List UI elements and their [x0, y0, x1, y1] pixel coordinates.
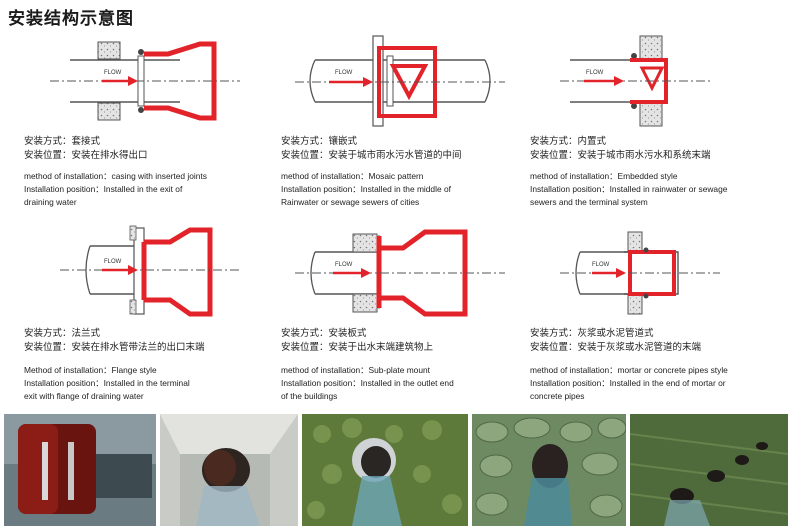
flow-label: FLOW	[104, 70, 122, 76]
en-line: method of installation：Sub-plate mount	[281, 365, 430, 375]
embedded-diagram: FLOW	[560, 35, 710, 127]
position-text: 安装位置：安装在排水得出口	[24, 150, 148, 161]
flow-label: FLOW	[586, 70, 604, 76]
en-line: Installation position：Installed in the e…	[530, 378, 726, 388]
en-line: Rainwater or sewage sewers of cities	[281, 197, 420, 207]
position-text: 安装位置：安装于出水末端建筑物上	[281, 342, 434, 353]
mosaic-diagram: FLOW	[295, 35, 505, 127]
flow-label: FLOW	[335, 70, 353, 76]
mode-text: 安装方式：安装板式	[281, 328, 367, 339]
en-line: method of installation：Mosaic pattern	[281, 171, 424, 181]
en-line: Installation position：Installed in the t…	[24, 378, 190, 388]
mode-text: 安装方式：镶嵌式	[281, 136, 358, 147]
photo-casing	[4, 414, 156, 526]
en-line: concrete pipes	[530, 391, 585, 401]
flange-diagram: FLOW	[60, 225, 240, 317]
flow-label: FLOW	[335, 262, 353, 268]
subplate-diagram: FLOW	[295, 229, 505, 317]
flow-label: FLOW	[592, 262, 610, 268]
en-line: Installation position：Installed in rainw…	[530, 184, 728, 194]
panel-mortar: FLOW 安装方式：灰浆或水泥管道式 安装位置：安装于灰浆或水泥管道的末端 me…	[530, 222, 780, 422]
panel-casing: FLOW 安装方式：套接式 安装位置：安装在排水得出口 method of in…	[10, 30, 260, 230]
en-line: Installation position：Installed in the m…	[281, 184, 451, 194]
mode-text: 安装方式：法兰式	[24, 328, 101, 339]
casing-diagram: FLOW	[50, 41, 240, 121]
en-line: exit with flange of draining water	[24, 391, 144, 401]
position-text: 安装位置：安装于城市雨水污水和系统末端	[530, 150, 711, 161]
page-title: 安装结构示意图	[8, 9, 134, 29]
en-line: draining water	[24, 197, 77, 207]
photo-stone-wall	[472, 414, 626, 526]
panel-mosaic: FLOW 安装方式：镶嵌式 安装位置：安装于城市雨水污水管道的中间 method…	[275, 30, 525, 230]
en-line: method of installation：Embedded style	[530, 171, 678, 181]
position-text: 安装位置：安装于城市雨水污水管道的中间	[281, 150, 462, 161]
en-line: Installation position：Installed in the o…	[281, 378, 454, 388]
panel-flange: FLOW 安装方式：法兰式 安装位置：安装在排水管带法兰的出口末端 Method…	[10, 222, 260, 422]
position-text: 安装位置：安装在排水管带法兰的出口末端	[24, 342, 205, 353]
en-line: sewers and the terminal system	[530, 197, 648, 207]
en-line: method of installation：mortar or concret…	[530, 365, 728, 375]
position-text: 安装位置：安装于灰浆或水泥管道的末端	[530, 342, 702, 353]
photo-concrete-pipes	[630, 414, 788, 526]
en-line: of the buildings	[281, 391, 338, 401]
en-line: Method of installation：Flange style	[24, 365, 157, 375]
mode-text: 安装方式：灰浆或水泥管道式	[530, 328, 654, 339]
flow-label: FLOW	[104, 259, 122, 265]
panel-embedded: FLOW 安装方式：内置式 安装位置：安装于城市雨水污水和系统末端 method…	[530, 30, 780, 230]
mode-text: 安装方式：内置式	[530, 136, 607, 147]
photo-wall	[160, 414, 298, 526]
mode-text: 安装方式：套接式	[24, 136, 101, 147]
mortar-diagram: FLOW	[560, 231, 720, 315]
en-line: method of installation：casing with inser…	[24, 171, 207, 181]
photo-mosaic-wall	[302, 414, 468, 526]
panel-subplate: FLOW 安装方式：安装板式 安装位置：安装于出水末端建筑物上 method o…	[275, 222, 525, 422]
en-line: Installation position：Installed in the e…	[24, 184, 183, 194]
